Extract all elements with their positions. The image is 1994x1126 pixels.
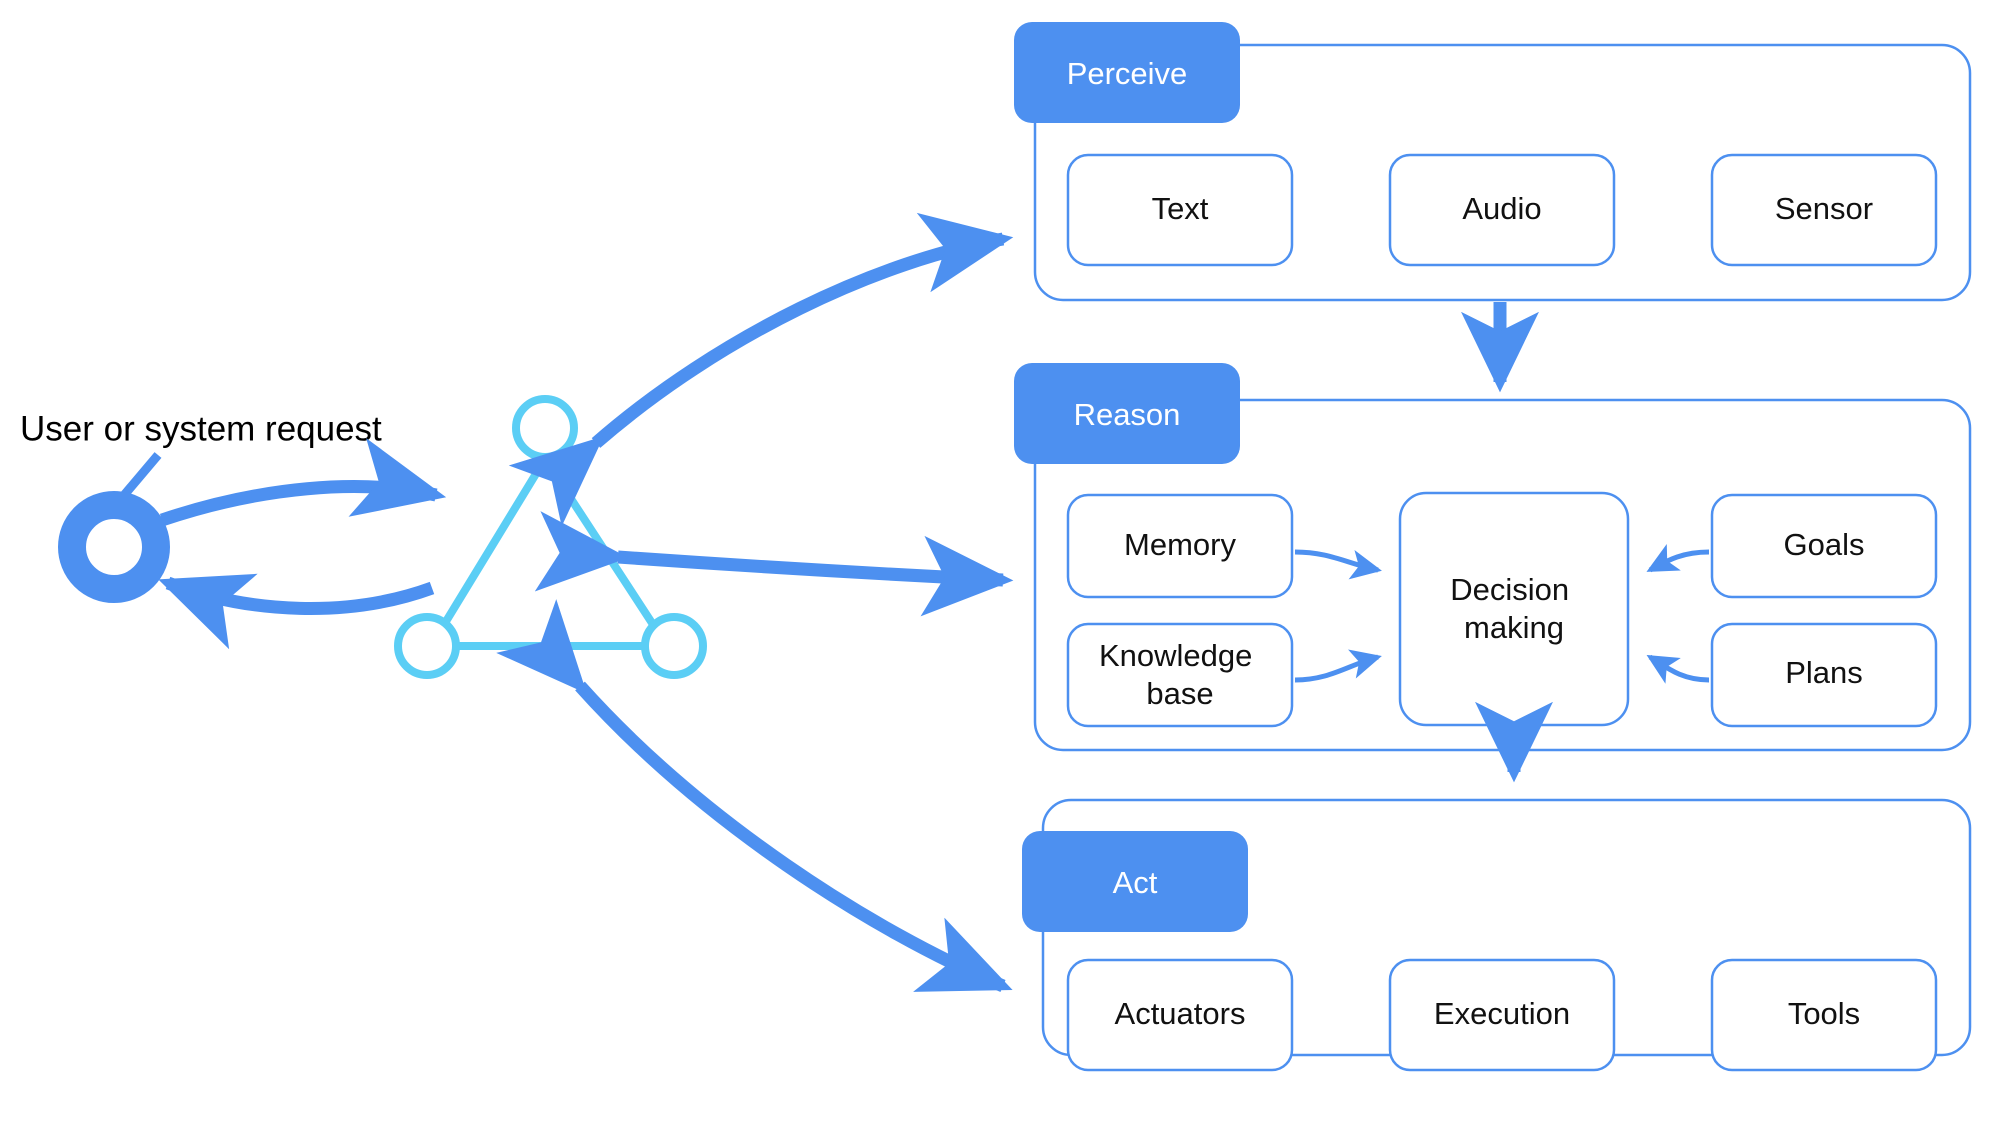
reason-tab[interactable]	[1014, 363, 1240, 464]
act-item-actuators-label: Actuators	[1115, 996, 1246, 1031]
flow-agent-reason	[534, 511, 1014, 617]
reason-item-plans-box[interactable]	[1710, 622, 1938, 728]
reason-item-plans-label: Plans	[1785, 655, 1863, 690]
act-tab[interactable]	[1022, 831, 1248, 932]
request-group: User or system request	[20, 409, 382, 603]
flow-request-to-agent	[159, 438, 447, 527]
act-item-actuators-box[interactable]	[1066, 958, 1294, 1072]
reason-item-memory-box[interactable]	[1066, 493, 1294, 599]
perceive-item-audio-box[interactable]	[1388, 153, 1616, 267]
perceive-item-text-box[interactable]	[1066, 153, 1294, 267]
reason-item-goals-label: Goals	[1784, 527, 1865, 562]
perceive-tab-label: Perceive	[1067, 56, 1188, 91]
request-node[interactable]	[58, 491, 170, 603]
panel-perceive[interactable]: Perceive Text Audio Sensor	[1014, 22, 1972, 302]
triangle-edge-right	[541, 455, 671, 650]
act-item-execution-box[interactable]	[1388, 958, 1616, 1072]
top-node[interactable]	[512, 395, 578, 461]
flow-agent-perceive	[508, 212, 1014, 527]
flow-goals-to-decision	[1646, 544, 1710, 573]
act-item-execution-label: Execution	[1434, 996, 1570, 1031]
request-label: User or system request	[20, 409, 382, 448]
reason-item-decision-making-box[interactable]	[1398, 491, 1630, 727]
flow-memory-to-decision	[1294, 549, 1382, 580]
kb-line-1: Knowledge	[1099, 638, 1252, 673]
reason-item-goals-box[interactable]	[1710, 493, 1938, 599]
perceive-item-sensor-box[interactable]	[1710, 153, 1938, 267]
flow-plans-to-decision	[1646, 654, 1710, 684]
dm-line-2: making	[1464, 610, 1564, 645]
kb-line-2: base	[1146, 676, 1213, 711]
dm-line-1: Decision	[1450, 572, 1569, 607]
reason-tab-label: Reason	[1074, 397, 1181, 432]
reason-item-knowledge-base-label: Knowledge base	[1099, 638, 1261, 711]
perceive-item-audio-label: Audio	[1462, 191, 1541, 226]
triangle-edge-left	[427, 455, 549, 650]
reason-item-knowledge-base-box[interactable]	[1066, 622, 1294, 728]
flow-agent-to-request	[158, 573, 435, 650]
perceive-item-text-label: Text	[1152, 191, 1209, 226]
panel-reason[interactable]: Reason Memory Knowledge base Decision ma…	[1014, 363, 1972, 752]
flow-knowledge-base-to-decision	[1294, 649, 1382, 683]
bottom-left-node[interactable]	[394, 613, 460, 679]
flow-agent-act	[496, 599, 1013, 992]
perceive-item-sensor-label: Sensor	[1775, 191, 1873, 226]
act-item-tools-label: Tools	[1788, 996, 1860, 1031]
reason-item-memory-label: Memory	[1124, 527, 1236, 562]
agent-triangle[interactable]	[394, 395, 707, 679]
act-tab-label: Act	[1113, 865, 1158, 900]
bottom-right-node[interactable]	[641, 613, 707, 679]
act-item-tools-box[interactable]	[1710, 958, 1938, 1072]
panel-act[interactable]: Act Actuators Execution Tools	[1022, 798, 1972, 1072]
perceive-tab[interactable]	[1014, 22, 1240, 123]
reason-item-decision-making-label: Decision making	[1450, 572, 1578, 645]
